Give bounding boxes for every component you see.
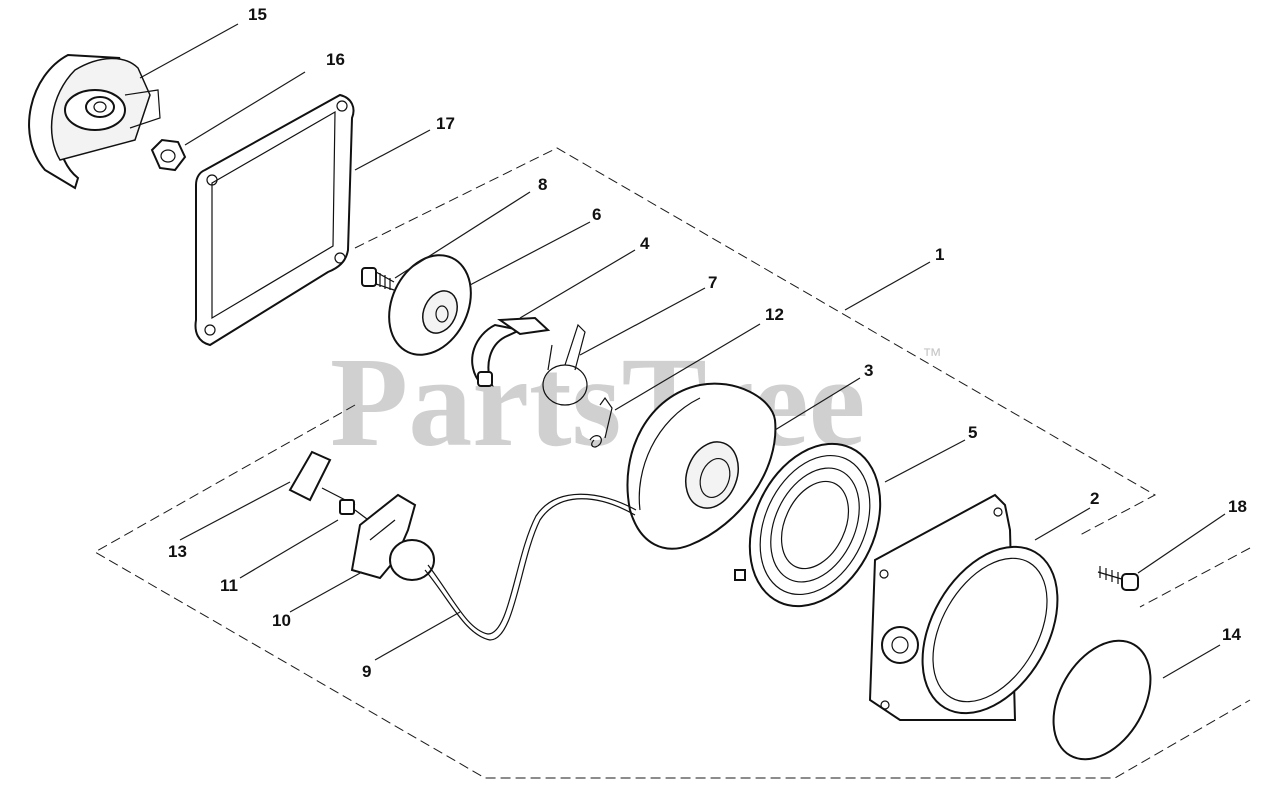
callout-13[interactable]: 13 [168, 542, 187, 561]
callout-14[interactable]: 14 [1222, 625, 1241, 644]
part-6-friction-plate[interactable] [374, 242, 487, 368]
part-2-housing[interactable] [868, 493, 1085, 737]
part-12-spring[interactable] [589, 396, 613, 448]
callout-11[interactable]: 11 [220, 576, 238, 595]
callout-17[interactable]: 17 [436, 114, 455, 133]
callout-7[interactable]: 7 [708, 273, 717, 292]
assembly-outline [93, 147, 1251, 779]
callout-6[interactable]: 6 [592, 205, 601, 224]
part-17-gasket[interactable] [194, 93, 355, 347]
callout-5[interactable]: 5 [968, 423, 977, 442]
part-4-ratchet[interactable] [471, 316, 551, 387]
watermark-trademark: ™ [922, 345, 942, 367]
callout-1[interactable]: 1 [935, 245, 944, 264]
callout-9[interactable]: 9 [362, 662, 371, 681]
part-7-spring[interactable] [542, 323, 588, 406]
part-5-spiral-spring[interactable] [725, 423, 906, 628]
callout-16[interactable]: 16 [326, 50, 345, 69]
part-13-grip-insert[interactable] [288, 450, 332, 502]
callout-15[interactable]: 15 [248, 5, 267, 24]
callout-10[interactable]: 10 [272, 611, 291, 630]
part-15-pulley[interactable] [28, 53, 161, 190]
leader-lines [139, 23, 1226, 679]
part-18-bolt[interactable] [1097, 566, 1139, 591]
part-16-nut[interactable] [150, 138, 187, 172]
callout-3[interactable]: 3 [864, 361, 873, 380]
callout-8[interactable]: 8 [538, 175, 547, 194]
part-3-reel[interactable] [626, 382, 777, 550]
part-10-handle[interactable] [350, 493, 435, 581]
callout-18[interactable]: 18 [1228, 497, 1247, 516]
callout-12[interactable]: 12 [765, 305, 784, 324]
part-8-screw[interactable] [361, 267, 395, 291]
callout-2[interactable]: 2 [1090, 489, 1099, 508]
callout-labels: 15 16 17 8 6 4 7 1 12 3 5 2 18 14 13 11 … [168, 5, 1247, 681]
callout-4[interactable]: 4 [640, 234, 650, 253]
part-14-cover[interactable] [1034, 624, 1171, 777]
part-9-rope[interactable] [424, 493, 637, 641]
